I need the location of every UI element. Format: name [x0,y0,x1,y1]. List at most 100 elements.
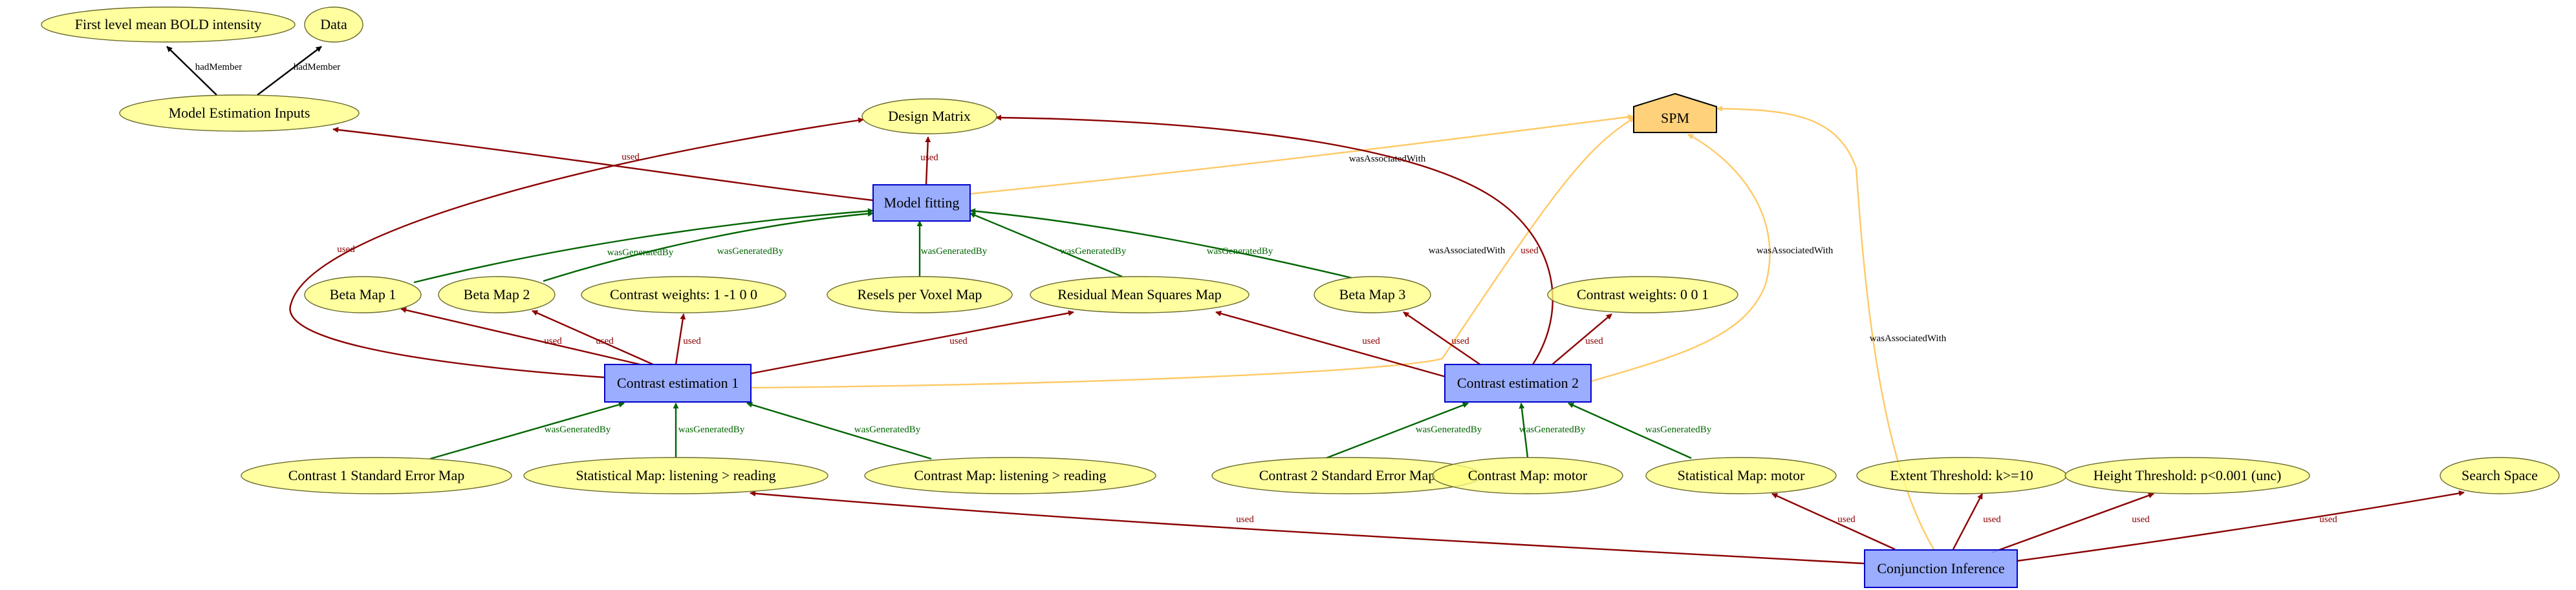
entity-ellipse [523,457,828,494]
node-activity-ce1[interactable]: Contrast estimation 1 [604,364,752,403]
node-entity-cmm[interactable]: Contrast Map: motor [1432,457,1623,494]
entity-ellipse [1645,457,1837,494]
node-label: Contrast Map: listening > reading [914,467,1106,483]
edge-wasgeneratedby-rms-to-model-fitting: wasGeneratedBy [969,212,1127,278]
edge-used-ce2-to-design-matrix: used [995,114,1553,365]
node-activity-ce2[interactable]: Contrast estimation 2 [1444,364,1592,403]
edge-used-conj-to-height: used [1991,492,2154,554]
edge-label: used [1451,336,1469,346]
node-entity-search[interactable]: Search Space [2440,457,2560,494]
edge-wasgeneratedby-cmm-to-ce2: wasGeneratedBy [1519,403,1586,458]
node-entity-data[interactable]: Data [304,6,363,43]
edge-label: used [949,336,968,346]
edge-label: used [1837,514,1856,525]
edge-label: used [920,153,938,163]
entity-ellipse [864,457,1156,494]
node-activity-conj[interactable]: Conjunction Inference [1864,549,2018,588]
node-entity-smlr[interactable]: Statistical Map: listening > reading [523,457,828,494]
node-label: Contrast estimation 2 [1457,375,1579,391]
node-label: Extent Threshold: k>=10 [1890,467,2033,483]
edge-line [2017,490,2465,562]
edge-used-ce2-to-cw2: used [1552,313,1612,365]
edge-line [969,114,1634,195]
edge-label: used [1521,246,1539,256]
edge-wasgeneratedby-smlr-to-ce1: wasGeneratedBy [673,403,745,458]
node-label: Contrast weights: 0 0 1 [1577,286,1709,302]
edge-wasassociatedwith-ce2-to-spm: wasAssociatedWith [1590,133,1834,383]
node-entity-design-matrix[interactable]: Design Matrix [861,98,997,134]
node-entity-extent[interactable]: Extent Threshold: k>=10 [1856,457,2067,494]
node-label: Data [320,16,347,32]
node-label: Contrast estimation 1 [617,375,739,391]
edge-line [1952,493,1984,550]
edge-label: wasAssociatedWith [1757,246,1834,256]
node-entity-rms[interactable]: Residual Mean Squares Map [1030,276,1250,313]
edge-wasgeneratedby-beta2-to-model-fitting: wasGeneratedBy [543,211,874,282]
node-label: Beta Map 2 [464,286,530,302]
node-entity-first-level[interactable]: First level mean BOLD intensity [41,6,296,43]
node-label: Conjunction Inference [1877,560,2004,576]
entity-ellipse [41,6,296,43]
node-entity-height[interactable]: Height Threshold: p<0.001 (unc) [2064,457,2310,494]
node-entity-beta1[interactable]: Beta Map 1 [304,276,422,313]
entity-ellipse [581,276,786,313]
node-label: Model Estimation Inputs [169,105,310,121]
edge-used-ce1-to-rms: used [750,310,1074,375]
entity-ellipse [241,457,512,494]
edge-line [750,116,1635,389]
node-entity-smm[interactable]: Statistical Map: motor [1645,457,1837,494]
entity-ellipse [119,94,360,132]
edge-line [746,402,932,460]
node-label: Model fitting [884,195,960,211]
edge-used-model-fitting-to-design-matrix: used [920,136,938,185]
edge-label: wasGeneratedBy [717,246,784,257]
edge-line [166,46,217,96]
activity-box [1864,549,2018,588]
node-label: Search Space [2462,467,2538,483]
edge-used-ce2-to-rms: used [1215,310,1446,378]
entity-ellipse [861,98,997,134]
node-activity-model-fitting[interactable]: Model fitting [872,184,971,222]
node-entity-model-inputs[interactable]: Model Estimation Inputs [119,94,360,132]
edge-line [675,313,686,365]
node-entity-resels[interactable]: Resels per Voxel Map [827,276,1013,313]
edge-line [969,212,1123,278]
node-label: Contrast Map: motor [1468,467,1588,483]
node-entity-cw1[interactable]: Contrast weights: 1 -1 0 0 [581,276,786,313]
edge-label: used [622,152,640,162]
edge-line [1552,313,1612,365]
node-entity-beta2[interactable]: Beta Map 2 [438,276,556,313]
edge-line [925,136,931,185]
edge-used-ce1-to-cw1: used [675,313,701,365]
edge-label: wasGeneratedBy [1060,246,1127,257]
edge-label: wasGeneratedBy [854,425,921,435]
edge-line [332,127,874,202]
edge-line [1215,310,1446,378]
edge-used-ce1-to-beta2: used [532,310,654,366]
edge-label: wasAssociatedWith [1870,333,1947,344]
node-label: Residual Mean Squares Map [1057,286,1222,302]
node-entity-cmlr[interactable]: Contrast Map: listening > reading [864,457,1156,494]
node-agent-spm[interactable]: SPM [1633,92,1717,133]
node-label: Contrast 2 Standard Error Map [1259,467,1436,483]
edge-line [1325,402,1469,459]
entity-ellipse [438,276,556,313]
edge-line [1568,402,1692,459]
edge-line [532,310,654,366]
edge-line [289,117,864,379]
edge-line [413,208,874,284]
edge-used-conj-to-extent: used [1952,493,2001,550]
edge-hadmember-model-inputs-to-data: hadMember [257,46,340,96]
entity-ellipse [827,276,1013,313]
edge-label: used [1236,514,1254,525]
node-entity-cw2[interactable]: Contrast weights: 0 0 1 [1547,276,1738,313]
edge-used-ce1-to-design-matrix: used [289,117,864,379]
edge-line [1991,492,2154,554]
node-entity-c1se[interactable]: Contrast 1 Standard Error Map [241,457,512,494]
edge-wasassociatedwith-conj-to-spm: wasAssociatedWith [1716,105,1947,550]
edge-line [995,114,1553,365]
node-entity-beta3[interactable]: Beta Map 3 [1314,276,1431,313]
edge-label: used [2319,514,2337,525]
edge-label: used [1983,514,2001,525]
